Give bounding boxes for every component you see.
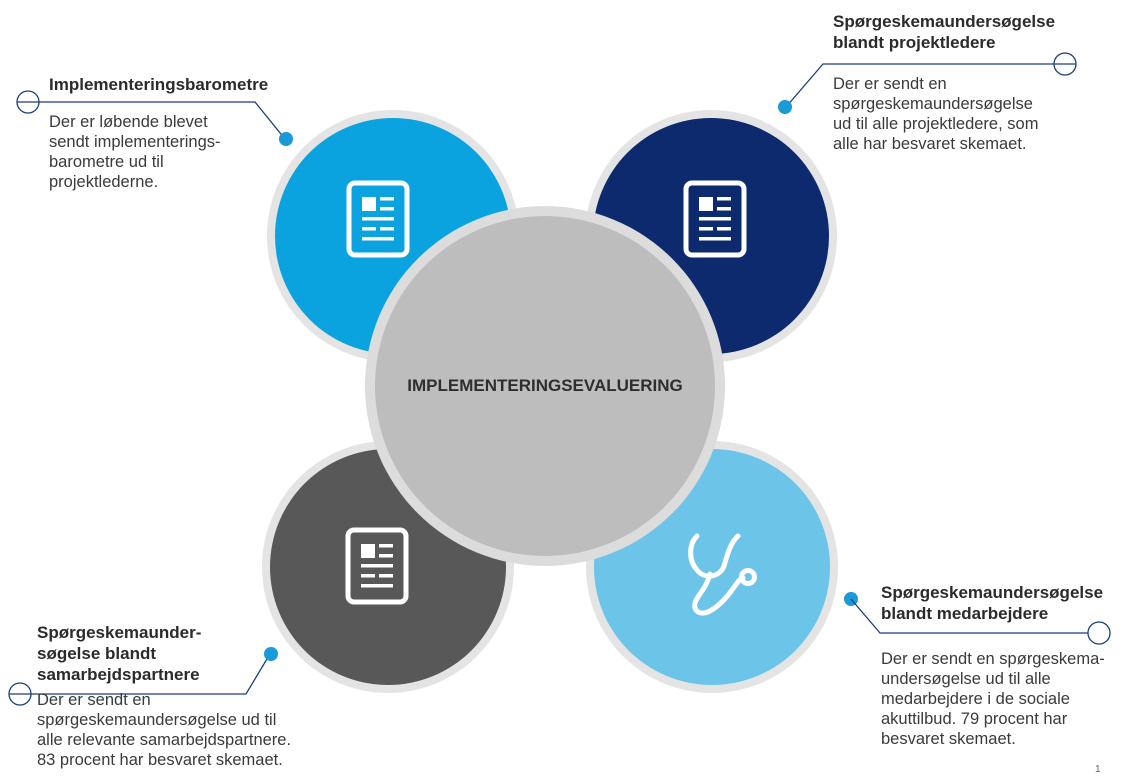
page-number: 1 bbox=[1095, 764, 1101, 775]
center-title: IMPLEMENTERINGSEVALUERING bbox=[407, 376, 683, 395]
callout-body: Der er løbende blevet sendt implementeri… bbox=[49, 113, 221, 191]
callout-title: Implementeringsbarometre bbox=[49, 75, 269, 94]
connector-bottom-right bbox=[844, 592, 1111, 645]
connector-dot bbox=[778, 100, 792, 114]
connector-bottom-left bbox=[8, 647, 278, 706]
document-icon bbox=[345, 527, 409, 605]
document-icon bbox=[346, 180, 410, 258]
callout-top-left: Implementeringsbarometre Der er løbende … bbox=[49, 74, 319, 192]
connector-line bbox=[850, 598, 1088, 634]
connector-top-left bbox=[16, 90, 293, 146]
callout-body: Der er sendt en spørgeskemaundersøgelse … bbox=[833, 75, 1039, 153]
callout-top-right: Spørgeskemaundersøgelse blandt projektle… bbox=[833, 11, 1123, 154]
callout-title: Spørgeskemaundersøgelse blandt medarbejd… bbox=[881, 583, 1104, 623]
connector-dot bbox=[279, 132, 293, 146]
callout-bottom-right: Spørgeskemaundersøgelse blandt medarbejd… bbox=[881, 582, 1146, 749]
center-circle bbox=[375, 216, 715, 556]
callout-body: Der er sendt en spørgeskemaundersøgelse … bbox=[37, 691, 292, 769]
connector-line bbox=[17, 101, 286, 140]
callout-body: Der er sendt en spørgeskema- undersøgels… bbox=[881, 650, 1105, 748]
callout-bottom-left: Spørgeskemaunder- søgelse blandt samarbe… bbox=[37, 622, 357, 770]
connector-end-circle bbox=[1087, 621, 1111, 645]
connector-dot bbox=[264, 647, 278, 661]
connector-line bbox=[785, 63, 1076, 108]
connector-top-right bbox=[778, 52, 1077, 114]
document-icon bbox=[683, 180, 747, 258]
callout-title: Spørgeskemaundersøgelse blandt projektle… bbox=[833, 12, 1056, 52]
callout-title: Spørgeskemaunder- søgelse blandt samarbe… bbox=[37, 623, 202, 684]
connector-line bbox=[9, 653, 271, 695]
stethoscope-icon bbox=[688, 533, 757, 616]
